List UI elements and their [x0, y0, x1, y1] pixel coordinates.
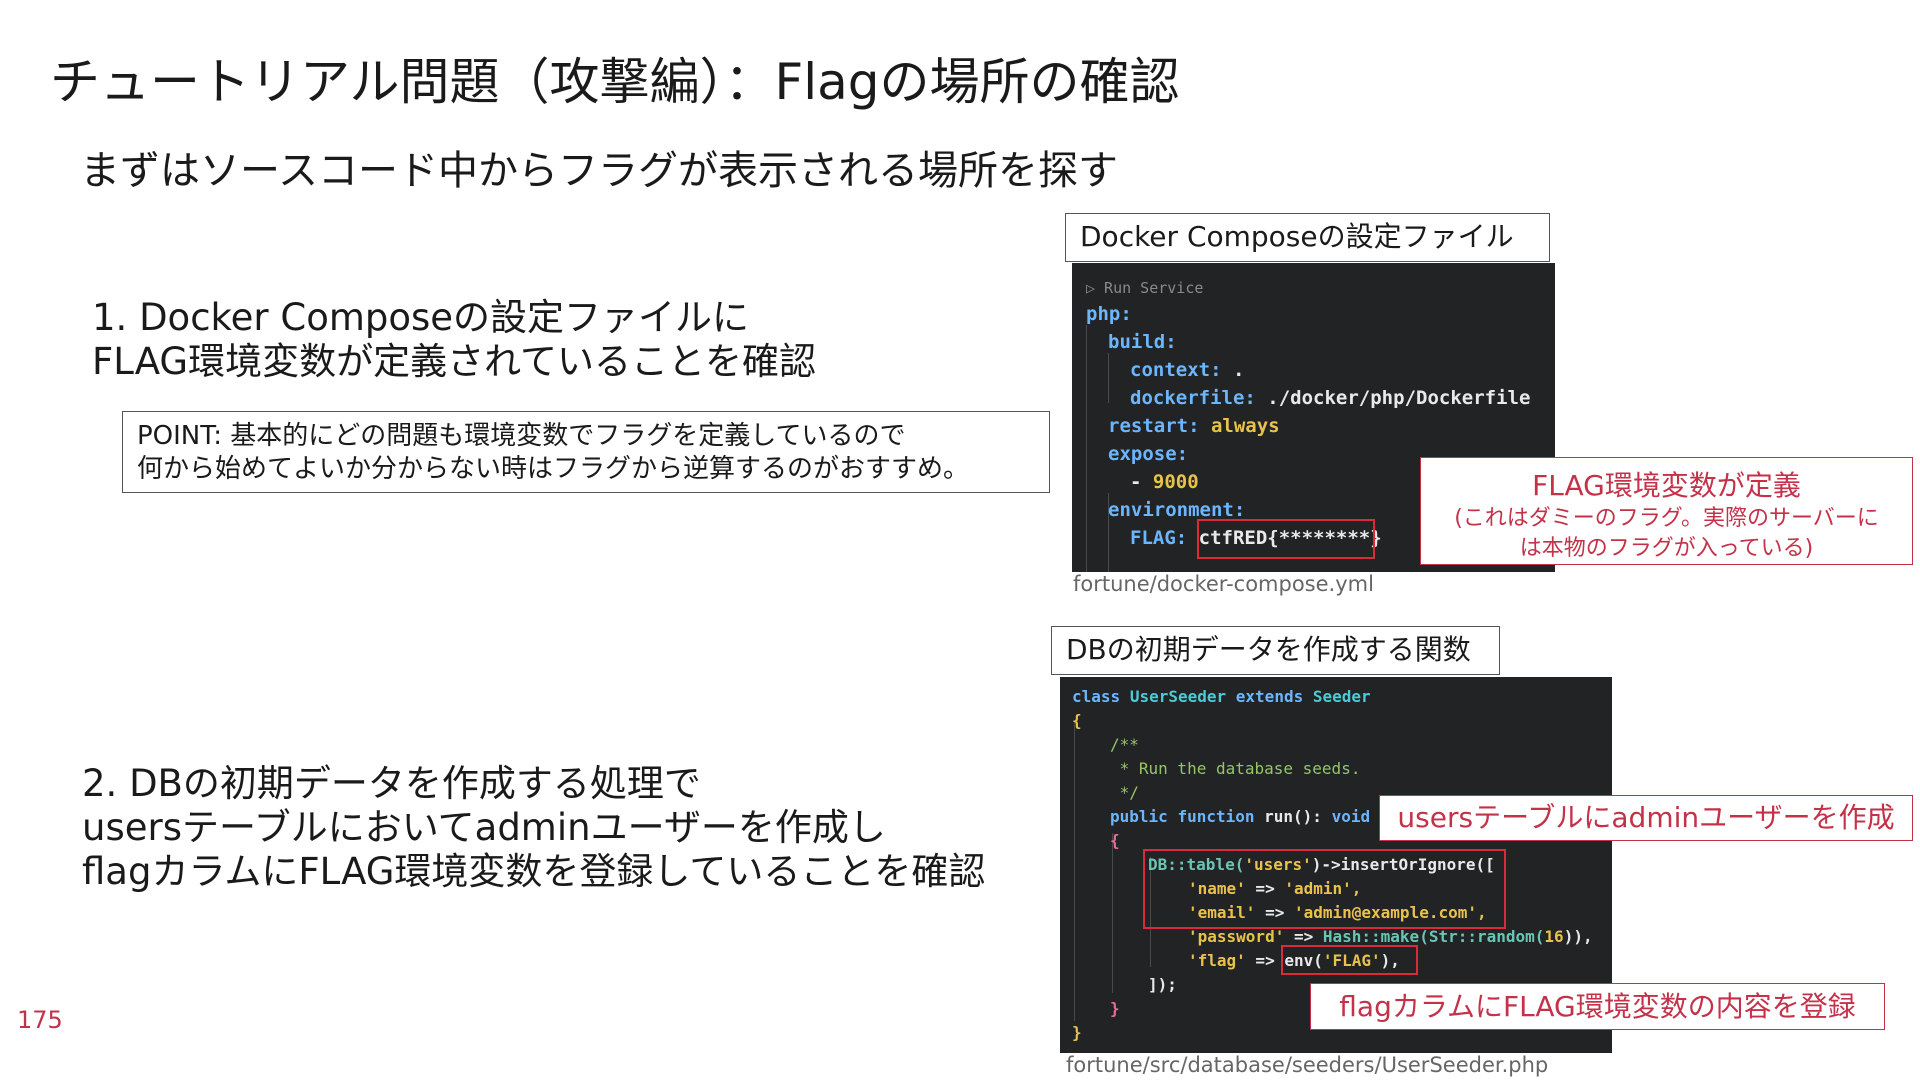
code-expose: expose:	[1108, 443, 1189, 465]
code-users-str: 'users'	[1244, 855, 1312, 874]
code-insert-call: )->insertOrIgnore([	[1311, 855, 1495, 874]
code-dockerfile: dockerfile: ./docker/php/Dockerfile	[1130, 387, 1530, 409]
code-hash-call: Hash::make(	[1322, 927, 1429, 946]
page-number: 175	[17, 1006, 63, 1034]
compose-callout: FLAG環境変数が定義 (これはダミーのフラグ。実際のサーバーに は本物のフラグ…	[1420, 457, 1913, 565]
step-1-line-1: 1. Docker Composeの設定ファイルに	[92, 296, 750, 339]
code-hash-close: )),	[1563, 927, 1593, 946]
code-restart: restart: always	[1108, 415, 1280, 437]
step-2-line-2: usersテーブルにおいてadminユーザーを作成し	[82, 806, 886, 849]
point-line-1: POINT: 基本的にどの問題も環境変数でフラグを定義しているので	[137, 421, 906, 451]
code-arr-close: ]);	[1148, 975, 1177, 994]
step-2-text: 2. DBの初期データを作成する処理で usersテーブルにおいてadminユー…	[82, 762, 985, 894]
seeder-label: DBの初期データを作成する関数	[1051, 626, 1500, 675]
code-fn-close: }	[1110, 999, 1120, 1018]
compose-label: Docker Composeの設定ファイル	[1065, 213, 1550, 262]
code-extends-kw: extends	[1235, 687, 1304, 706]
code-fn-decl: public function run(): void	[1110, 807, 1370, 826]
code-parent-class: Seeder	[1312, 687, 1371, 706]
code-db-call: DB::table('users')->insertOrIgnore([	[1148, 855, 1495, 874]
code-email-key: 'email'	[1188, 903, 1256, 922]
code-context-val: .	[1232, 359, 1245, 381]
flag-callout: flagカラムにFLAG環境変数の内容を登録	[1310, 983, 1885, 1030]
code-flag-key: 'flag'	[1188, 951, 1246, 970]
code-dockerfile-val: ./docker/php/Dockerfile	[1267, 387, 1531, 409]
slide-subtitle: まずはソースコード中からフラグが表示される場所を探す	[80, 148, 1118, 194]
compose-caption: fortune/docker-compose.yml	[1073, 572, 1374, 596]
code-function-kw: function	[1177, 807, 1255, 826]
compose-callout-note-2: は本物のフラグが入っている)	[1519, 536, 1814, 561]
code-context: context: .	[1130, 359, 1244, 381]
code-doc-2: * Run the database seeds.	[1110, 759, 1361, 778]
code-str-call: Str::random(	[1428, 927, 1545, 946]
code-class-kw: class	[1072, 687, 1121, 706]
point-box: POINT: 基本的にどの問題も環境変数でフラグを定義しているので 何から始めて…	[122, 411, 1050, 493]
code-flag: FLAG: ctfRED{********}	[1130, 527, 1382, 549]
code-password-key: 'password'	[1188, 927, 1285, 946]
code-db-table: DB::table(	[1148, 855, 1245, 874]
slide-title: チュートリアル問題（攻撃編）：Flagの場所の確認	[50, 53, 1180, 111]
code-flag-row: 'flag' => env('FLAG'),	[1188, 951, 1400, 970]
flag-value-highlight	[1197, 519, 1375, 559]
compose-callout-note-1: (これはダミーのフラグ。実際のサーバーに	[1454, 506, 1879, 531]
code-name-key: 'name'	[1188, 879, 1246, 898]
code-email-row: 'email' => 'admin@example.com',	[1188, 903, 1487, 922]
code-expose-dash: -	[1130, 471, 1153, 493]
seeder-caption: fortune/src/database/seeders/UserSeeder.…	[1066, 1053, 1549, 1077]
code-environment: environment:	[1108, 499, 1246, 521]
code-env-close: ),	[1380, 951, 1400, 970]
code-expose-item: - 9000	[1130, 471, 1199, 493]
code-flag-arrow: =>	[1245, 951, 1285, 970]
code-dockerfile-key: dockerfile:	[1130, 387, 1256, 409]
point-line-2: 何から始めてよいか分からない時はフラグから逆算するのがおすすめ。	[137, 454, 970, 484]
code-doc-1: /**	[1110, 735, 1139, 754]
step-2-line-3: flagカラムにFLAG環境変数を登録していることを確認	[82, 850, 986, 893]
users-callout: usersテーブルにadminユーザーを作成	[1379, 795, 1913, 841]
code-fn-name: run():	[1264, 807, 1322, 826]
step-1-line-2: FLAG環境変数が定義されていることを確認	[92, 340, 816, 383]
code-env-arg: 'FLAG'	[1322, 951, 1381, 970]
code-context-key: context:	[1130, 359, 1222, 381]
code-build: build:	[1108, 331, 1177, 353]
code-fn-brace: {	[1110, 831, 1120, 850]
code-email-arrow: =>	[1255, 903, 1294, 922]
code-doc-3: */	[1110, 783, 1139, 802]
users-insert-highlight	[1143, 849, 1506, 929]
code-env-call: env(	[1284, 951, 1323, 970]
code-class-close: }	[1072, 1023, 1082, 1042]
run-service-link[interactable]: ▷ Run Service	[1086, 279, 1204, 297]
code-rand-num: 16	[1544, 927, 1564, 946]
code-password-row: 'password' => Hash::make(Str::random(16)…	[1188, 927, 1593, 946]
flag-env-highlight	[1281, 945, 1418, 975]
code-flag-key: FLAG:	[1130, 527, 1188, 549]
code-restart-val: always	[1210, 415, 1280, 437]
code-expose-val: 9000	[1152, 471, 1199, 493]
code-void-kw: void	[1331, 807, 1371, 826]
code-php: php:	[1086, 303, 1132, 325]
code-class-name: UserSeeder	[1129, 687, 1227, 706]
code-restart-key: restart:	[1108, 415, 1200, 437]
code-name-arrow: =>	[1245, 879, 1285, 898]
code-name-row: 'name' => 'admin',	[1188, 879, 1361, 898]
step-1-text: 1. Docker Composeの設定ファイルに FLAG環境変数が定義されて…	[92, 296, 816, 384]
code-flag-val: ctfRED{********}	[1198, 527, 1382, 549]
code-email-val: 'admin@example.com',	[1293, 903, 1487, 922]
code-name-val: 'admin',	[1284, 879, 1362, 898]
code-open-brace: {	[1072, 711, 1082, 730]
compose-code-block: ▷ Run Service php: build: context: . doc…	[1072, 263, 1555, 572]
code-class-decl: class UserSeeder extends Seeder	[1072, 687, 1371, 706]
compose-callout-title: FLAG環境変数が定義	[1532, 469, 1801, 502]
code-public-kw: public	[1110, 807, 1168, 826]
code-password-arrow: =>	[1284, 927, 1323, 946]
step-2-line-1: 2. DBの初期データを作成する処理で	[82, 762, 701, 805]
